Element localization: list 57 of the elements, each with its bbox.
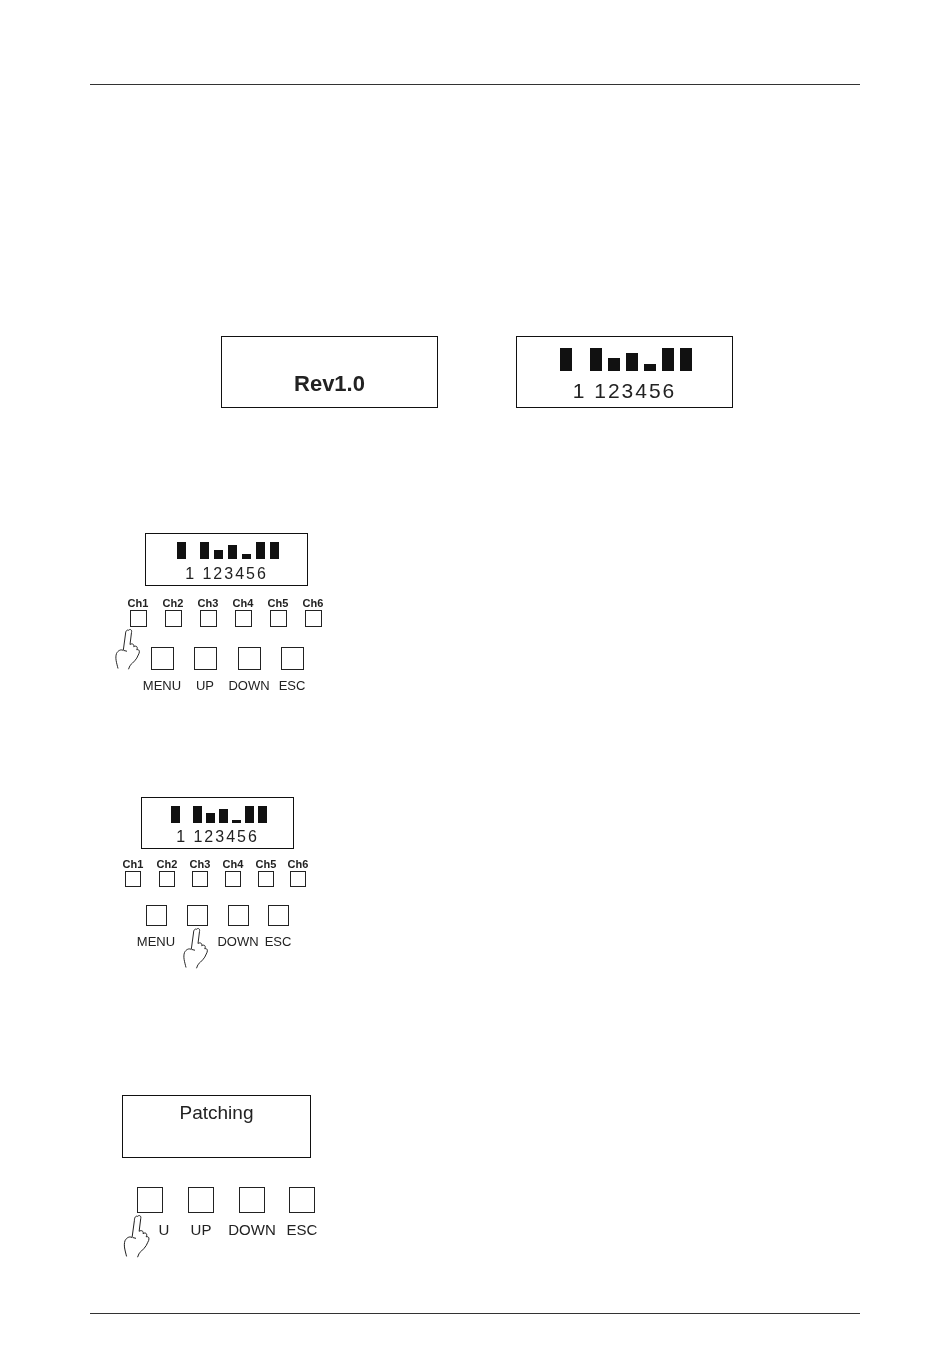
button-label: UP [190, 1221, 212, 1238]
button-label: MENU [136, 934, 176, 949]
push-button [289, 1187, 315, 1213]
button-label: Ch1 [122, 858, 144, 870]
button-label: Ch2 [162, 597, 184, 609]
button-label: Ch6 [287, 858, 309, 870]
push-button [150, 647, 174, 670]
display-text: Patching [178, 1102, 255, 1124]
button-label: ESC [286, 1221, 318, 1238]
button-label: MENU [142, 678, 182, 693]
button-label: Ch4 [232, 597, 254, 609]
button-label: UP [195, 678, 215, 693]
push-button [258, 871, 274, 887]
push-button [145, 905, 167, 926]
push-button [199, 610, 217, 627]
push-button [239, 1187, 265, 1213]
button-label: Ch3 [197, 597, 219, 609]
button-label: Ch5 [267, 597, 289, 609]
push-button [137, 1187, 163, 1213]
button-label: Ch1 [127, 597, 149, 609]
push-button [280, 647, 304, 670]
button-label: ESC [264, 934, 292, 949]
lcd-display [221, 336, 438, 408]
button-label: Ch5 [255, 858, 277, 870]
button-label: DOWN [228, 1221, 276, 1238]
button-label: ESC [278, 678, 306, 693]
button-label: Ch2 [156, 858, 178, 870]
push-button [192, 871, 208, 887]
push-button [267, 905, 289, 926]
push-button [125, 871, 141, 887]
push-button [290, 871, 306, 887]
channel-numbers: 1 123456 [175, 828, 260, 846]
button-label: Ch4 [222, 858, 244, 870]
push-button [237, 647, 261, 670]
push-button [188, 1187, 214, 1213]
button-label: Ch3 [189, 858, 211, 870]
lcd-display [141, 797, 294, 849]
button-label: DOWN [217, 934, 259, 949]
button-label: DOWN [228, 678, 270, 693]
channel-numbers: 1 123456 [571, 379, 678, 403]
channel-numbers: 1 123456 [184, 565, 269, 583]
push-button [234, 610, 252, 627]
push-button [164, 610, 182, 627]
push-button [227, 905, 249, 926]
push-button [159, 871, 175, 887]
button-label: U [158, 1221, 170, 1238]
push-button [304, 610, 322, 627]
lcd-display [516, 336, 733, 408]
display-text: Rev1.0 [293, 371, 366, 397]
push-button [193, 647, 217, 670]
button-label: Ch6 [302, 597, 324, 609]
push-button [186, 905, 208, 926]
push-button [225, 871, 241, 887]
lcd-display [122, 1095, 311, 1158]
push-button [269, 610, 287, 627]
lcd-display [145, 533, 308, 586]
push-button [129, 610, 147, 627]
